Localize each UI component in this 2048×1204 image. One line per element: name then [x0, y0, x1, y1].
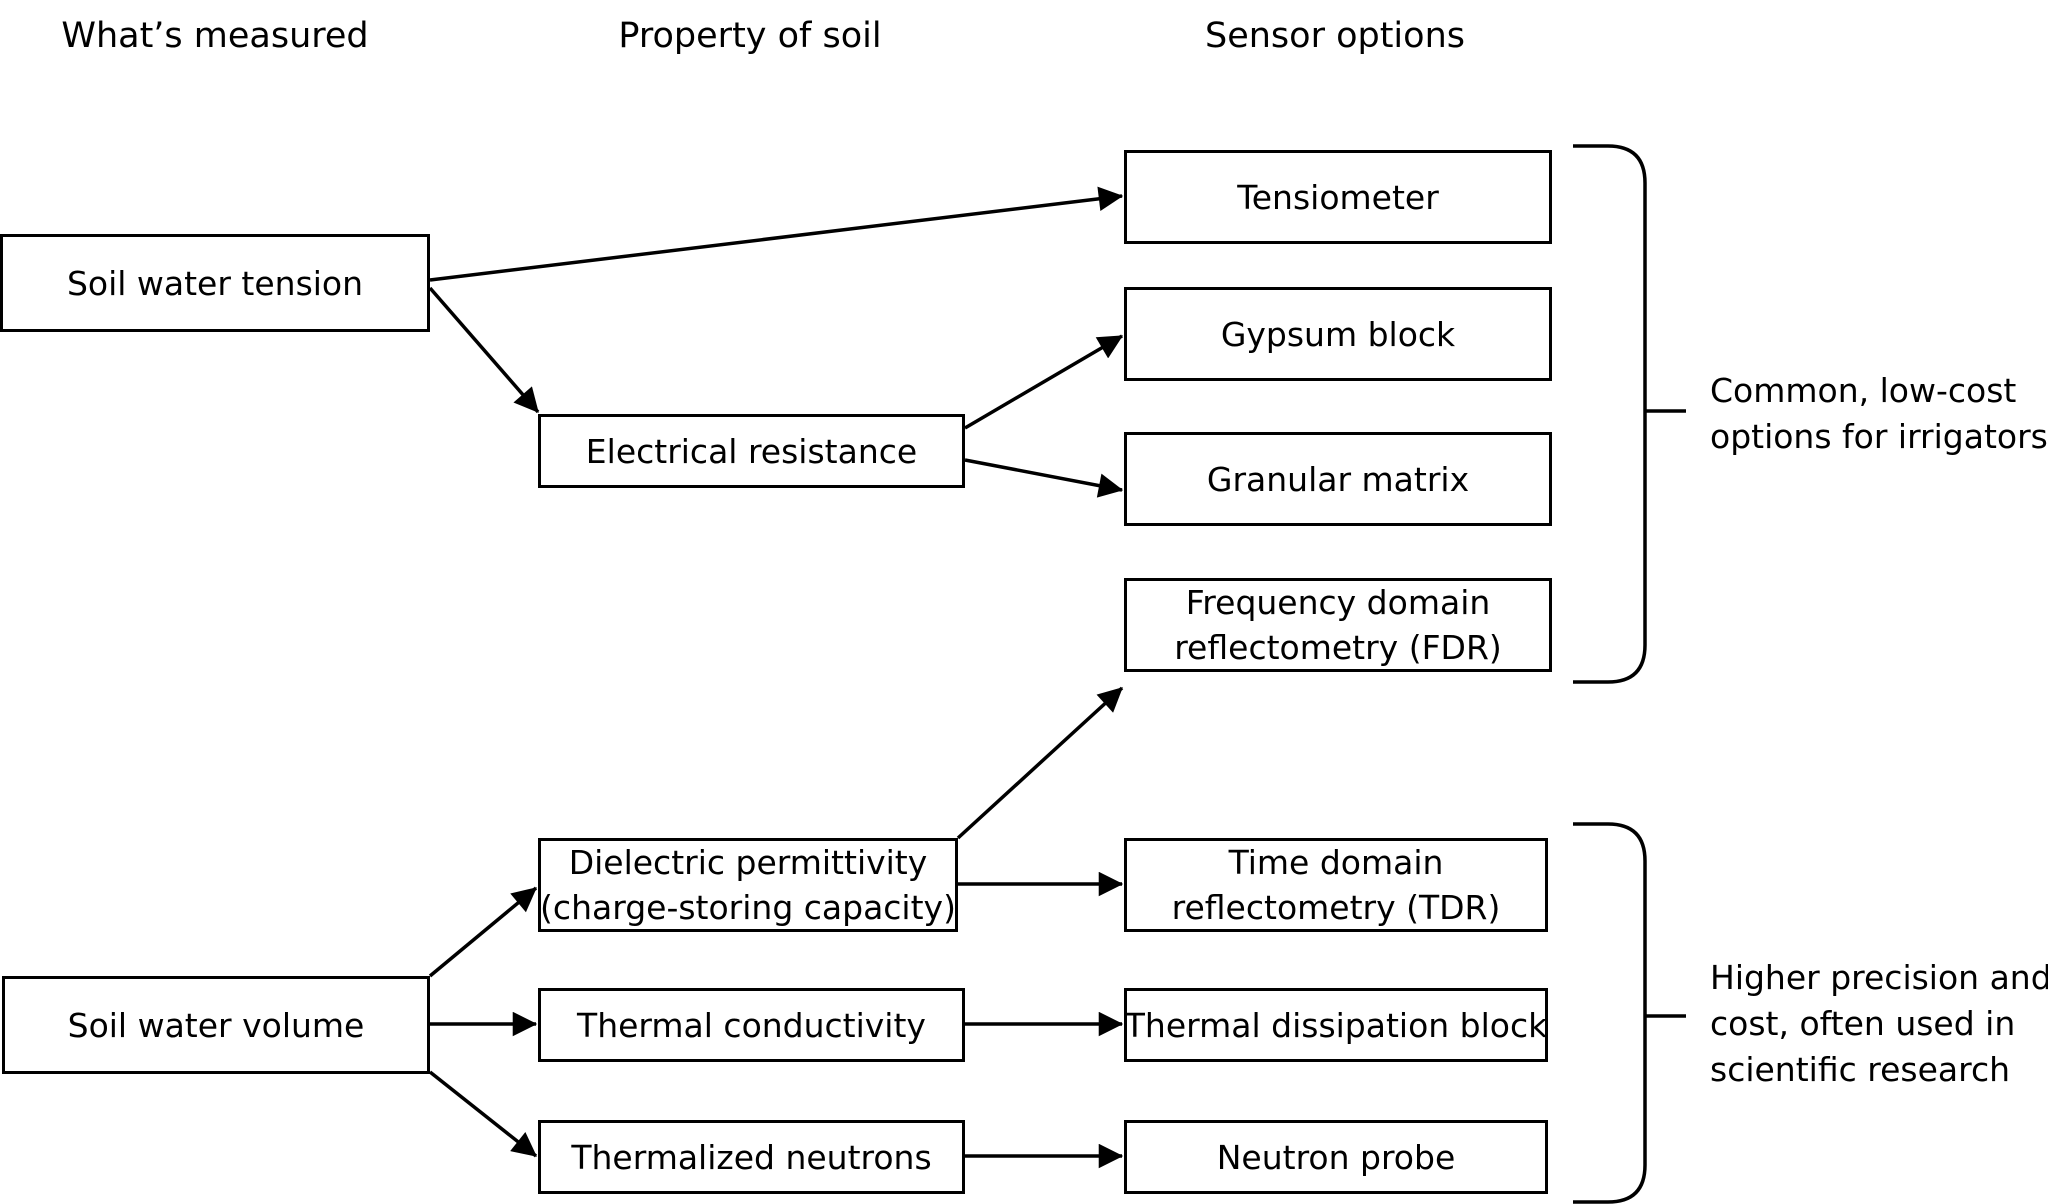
arrow-resistance-to-gypsum [964, 334, 1124, 430]
box-gypsum-block: Gypsum block [1124, 287, 1552, 381]
box-neutron-probe: Neutron probe [1124, 1120, 1548, 1194]
note-low-cost-group: Common, low-cost options for irrigators [1710, 368, 2048, 460]
tensiometer-label: Tensiometer [1237, 177, 1439, 217]
fdr-line-2: reflectometry (FDR) [1174, 628, 1502, 667]
box-electrical-resistance: Electrical resistance [538, 414, 965, 488]
electrical-resistance-label: Electrical resistance [585, 431, 918, 471]
low-cost-line-1: Common, low-cost [1710, 371, 2017, 410]
low-cost-line-2: options for irrigators [1710, 417, 2048, 456]
neutron-probe-label: Neutron probe [1216, 1137, 1456, 1177]
dielectric-permittivity-line-1: Dielectric permittivity [568, 843, 928, 882]
header-property-of-soil: Property of soil [618, 16, 882, 56]
brace-high-precision-group [1573, 822, 1686, 1204]
arrow-resistance-to-granular [964, 458, 1124, 498]
box-tdr: Time domain reflectometry (TDR) [1124, 838, 1548, 932]
box-tensiometer: Tensiometer [1124, 150, 1552, 244]
brace-low-cost-group [1573, 144, 1686, 684]
header-whats-measured: What’s measured [61, 16, 369, 56]
arrow-tension-to-resistance [428, 286, 540, 414]
box-thermal-conductivity: Thermal conductivity [538, 988, 965, 1062]
arrow-volume-to-neutrons [428, 1070, 538, 1158]
high-precision-line-2: cost, often used in [1710, 1004, 2016, 1043]
arrow-volume-to-dielectric [428, 886, 538, 978]
fdr-line-1: Frequency domain [1185, 583, 1491, 622]
box-soil-water-volume: Soil water volume [2, 976, 430, 1074]
granular-matrix-label: Granular matrix [1206, 459, 1470, 499]
tdr-line-2: reflectometry (TDR) [1171, 888, 1501, 927]
box-thermalized-neutrons: Thermalized neutrons [538, 1120, 965, 1194]
thermalized-neutrons-label: Thermalized neutrons [571, 1137, 932, 1177]
header-sensor-options: Sensor options [1204, 16, 1465, 56]
soil-water-volume-label: Soil water volume [67, 1005, 365, 1045]
thermal-conductivity-label: Thermal conductivity [577, 1005, 926, 1045]
box-dielectric-permittivity: Dielectric permittivity (charge-storing … [538, 838, 958, 932]
tdr-line-1: Time domain [1228, 843, 1444, 882]
note-high-precision-group: Higher precision and cost, often used in… [1710, 955, 2048, 1093]
soil-water-tension-label: Soil water tension [66, 263, 364, 303]
arrow-dielectric-to-fdr [956, 686, 1124, 840]
box-fdr: Frequency domain reflectometry (FDR) [1124, 578, 1552, 672]
high-precision-line-1: Higher precision and [1710, 958, 2048, 997]
gypsum-block-label: Gypsum block [1220, 314, 1456, 354]
box-granular-matrix: Granular matrix [1124, 432, 1552, 526]
thermal-dissipation-block-label: Thermal dissipation block [1124, 1005, 1548, 1045]
arrow-tension-to-tensiometer [429, 186, 1124, 282]
box-soil-water-tension: Soil water tension [0, 234, 430, 332]
dielectric-permittivity-line-2: (charge-storing capacity) [540, 888, 956, 927]
box-thermal-dissipation-block: Thermal dissipation block [1124, 988, 1548, 1062]
high-precision-line-3: scientific research [1710, 1050, 2011, 1089]
